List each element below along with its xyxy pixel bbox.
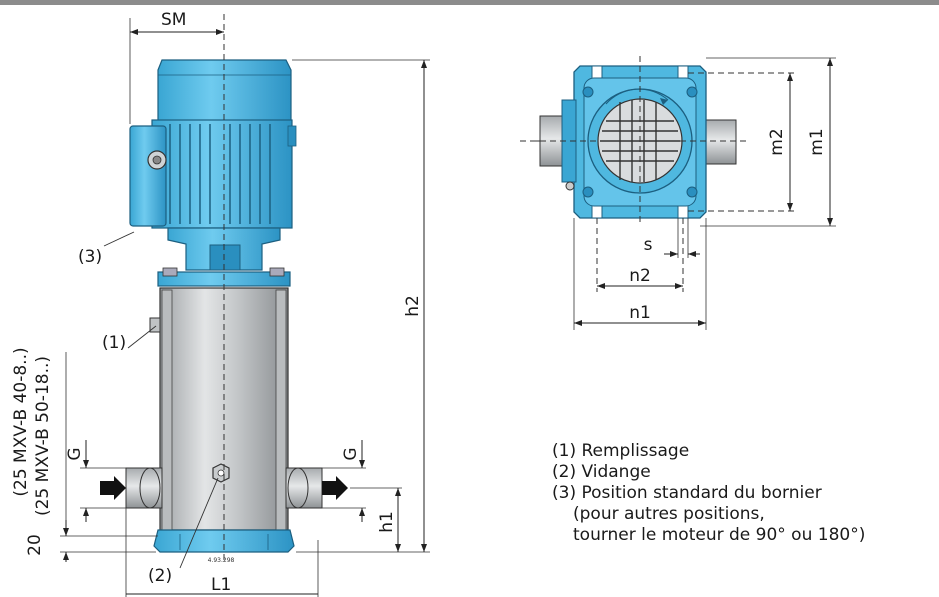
label-h1: h1 [377,511,397,533]
tie-rod-right [275,289,287,531]
front-dimensions [60,18,430,597]
fill-plug [149,317,161,333]
label-model-a: (25 MXV-B 40-8..) [11,347,31,496]
label-n1: n1 [629,303,651,323]
motor-fins [169,124,271,224]
inlet-arrow [100,476,126,500]
top-dimensions [520,56,836,330]
label-m1: m1 [807,128,827,155]
callout-2: (2) [148,566,172,586]
tie-rod-left [161,289,173,531]
callout-1: (1) [102,333,126,353]
legend: (1) Remplissage (2) Vidange (3) Position… [552,441,865,546]
top-bar [0,0,939,5]
label-m2: m2 [767,128,787,155]
label-g-left: G [65,447,85,460]
callout-3: (3) [78,247,102,267]
label-g-right: G [341,447,361,460]
legend-item-drain: (2) Vidange [552,462,651,482]
drawing-ref: 4.93.298 [208,557,235,564]
label-twenty: 20 [25,534,45,556]
legend-item-fill: (1) Remplissage [552,441,690,461]
legend-item-note-1: (pour autres positions, [573,504,765,524]
label-s: s [644,235,653,255]
legend-item-terminal: (3) Position standard du bornier [552,483,822,503]
label-sm: SM [161,10,186,30]
legend-item-note-2: tourner le moteur de 90° ou 180°) [573,525,866,545]
terminal-box [129,125,167,227]
label-h2: h2 [403,295,423,317]
label-model-b: (25 MXV-B 50-18..) [33,356,53,516]
pump-front-view [100,14,348,560]
label-n2: n2 [629,266,651,286]
outlet-arrow [322,476,348,500]
rotation-arrow [660,98,668,105]
pump-top-view [530,65,737,219]
label-l1: L1 [211,575,231,595]
